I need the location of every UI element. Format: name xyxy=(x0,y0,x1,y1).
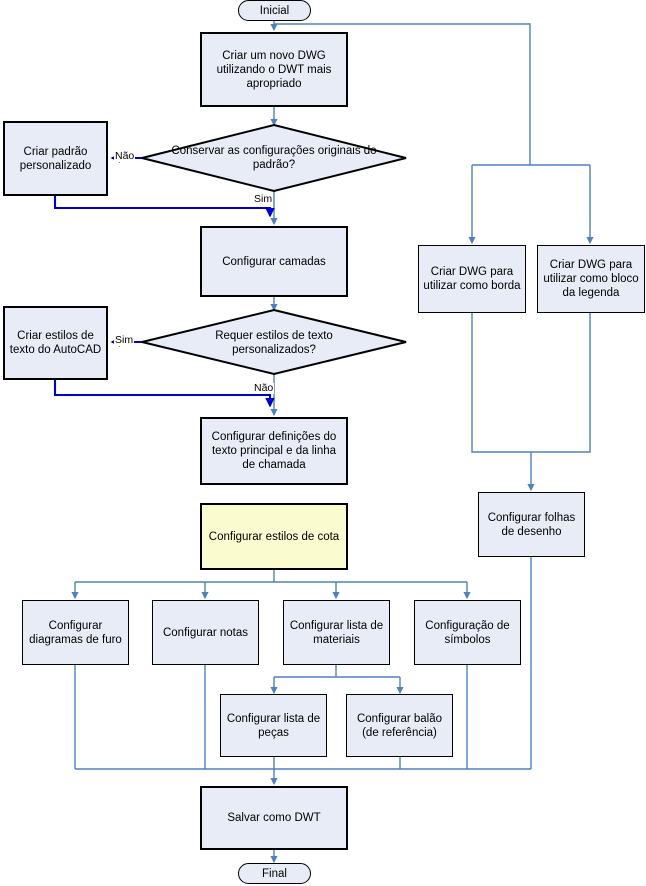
node-configurar-balao[interactable]: Configurar balão (de referência) xyxy=(346,694,453,757)
node-criar-dwg-borda-label: Criar DWG para utilizar como borda xyxy=(423,266,521,292)
node-configurar-lista-pecas[interactable]: Configurar lista de peças xyxy=(220,694,327,757)
node-criar-dwg-borda[interactable]: Criar DWG para utilizar como borda xyxy=(418,245,526,313)
node-configurar-lista-materiais[interactable]: Configurar lista de materiais xyxy=(283,600,390,665)
node-configurar-folhas[interactable]: Configurar folhas de desenho xyxy=(478,492,585,557)
edge-label-conservar-nao: Não xyxy=(114,150,136,162)
node-configurar-diagramas-furo-label: Configurar diagramas de furo xyxy=(29,619,122,646)
node-configurar-definicoes[interactable]: Configurar definições do texto principal… xyxy=(200,417,348,485)
decision-requer-shape xyxy=(141,308,407,376)
node-criar-dwg-legenda[interactable]: Criar DWG para utilizar como bloco da le… xyxy=(537,245,645,313)
terminator-end[interactable]: Final xyxy=(238,863,311,884)
decision-conservar-shape xyxy=(141,123,407,193)
node-configuracao-simbolos[interactable]: Configuração de símbolos xyxy=(414,600,521,665)
node-criar-dwg-label: Criar um novo DWG utilizando o DWT mais … xyxy=(216,49,332,90)
edge-label-requer-nao: Não xyxy=(253,382,275,394)
terminator-start-label: Inicial xyxy=(259,4,290,17)
node-criar-padrao-label: Criar padrão personalizado xyxy=(19,145,92,172)
node-configurar-balao-label: Configurar balão (de referência) xyxy=(356,712,443,739)
terminator-start[interactable]: Inicial xyxy=(238,0,311,21)
edge-dwg-merge xyxy=(471,313,591,453)
node-configurar-lista-pecas-label: Configurar lista de peças xyxy=(226,712,321,739)
node-criar-dwg-legenda-label: Criar DWG para utilizar como bloco da le… xyxy=(543,259,639,299)
node-configurar-notas[interactable]: Configurar notas xyxy=(152,600,259,665)
node-criar-estilos-texto[interactable]: Criar estilos de texto do AutoCAD xyxy=(3,306,108,380)
node-configurar-folhas-label: Configurar folhas de desenho xyxy=(487,511,576,538)
edge-inicial-to-right-branch xyxy=(274,23,531,165)
node-criar-padrao[interactable]: Criar padrão personalizado xyxy=(3,121,108,196)
node-configurar-definicoes-label: Configurar definições do texto principal… xyxy=(211,431,337,471)
node-configurar-lista-materiais-label: Configurar lista de materiais xyxy=(289,619,384,646)
edge-estilos-rejoin xyxy=(53,380,275,408)
terminator-end-label: Final xyxy=(262,867,287,880)
node-configurar-notas-label: Configurar notas xyxy=(162,626,249,639)
node-salvar-dwt-label: Salvar como DWT xyxy=(227,812,321,824)
node-configurar-camadas-label: Configurar camadas xyxy=(222,255,326,268)
node-configurar-diagramas-furo[interactable]: Configurar diagramas de furo xyxy=(22,600,129,665)
node-criar-estilos-texto-label: Criar estilos de texto do AutoCAD xyxy=(9,330,102,356)
node-configurar-estilos-cota-label: Configurar estilos de cota xyxy=(208,530,340,543)
node-salvar-dwt[interactable]: Salvar como DWT xyxy=(200,786,348,850)
node-criar-dwg[interactable]: Criar um novo DWG utilizando o DWT mais … xyxy=(200,32,348,107)
edge-label-conservar-sim: Sim xyxy=(253,193,274,205)
node-configurar-camadas[interactable]: Configurar camadas xyxy=(200,226,348,297)
edge-label-requer-sim: Sim xyxy=(114,334,135,346)
node-configuracao-simbolos-label: Configuração de símbolos xyxy=(425,619,510,646)
node-configurar-estilos-cota[interactable]: Configurar estilos de cota xyxy=(200,503,348,570)
edge-padrao-rejoin xyxy=(53,196,275,218)
